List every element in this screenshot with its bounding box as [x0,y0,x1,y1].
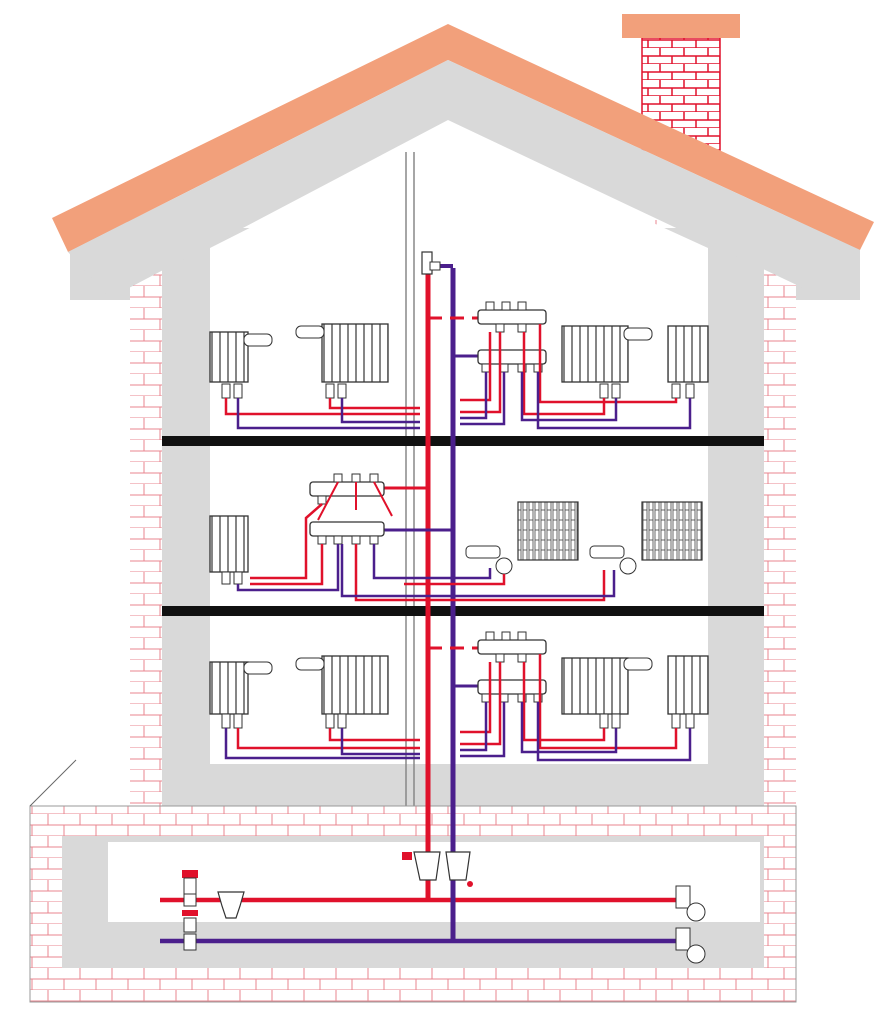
middle-floor-heating [209,473,703,602]
riser-shaft [405,152,415,806]
radiator-panel-icon [209,331,273,383]
valve-icon [221,713,695,729]
valve-icon [221,383,695,399]
pump-icon [675,885,706,964]
radiator-column-icon [641,501,703,561]
radiator-panel-icon [209,515,249,585]
radiator-panel-icon [295,323,389,383]
top-floor-heating [209,301,709,430]
radiator-panel-icon [209,661,273,715]
radiator-panel-icon [561,325,653,383]
bottom-floor-heating [209,631,709,762]
strainer-icon [217,891,245,919]
roof [52,24,874,298]
balancing-valve-icon [402,851,473,887]
radiator-panel-icon [295,655,389,715]
valve-icon [182,870,198,951]
radiator-panel-icon [667,655,709,715]
floor-slabs [162,436,764,616]
radiator-column-icon [517,501,579,561]
manifold-icon [477,301,547,333]
radiator-panel-icon [561,657,653,715]
air-vent-icon [421,251,441,275]
manifold-icon [477,631,547,663]
floor-rooms [210,248,708,764]
manifold-icon [477,349,547,373]
radiator-panel-icon [667,325,709,383]
thermostatic-head-icon [465,545,637,575]
